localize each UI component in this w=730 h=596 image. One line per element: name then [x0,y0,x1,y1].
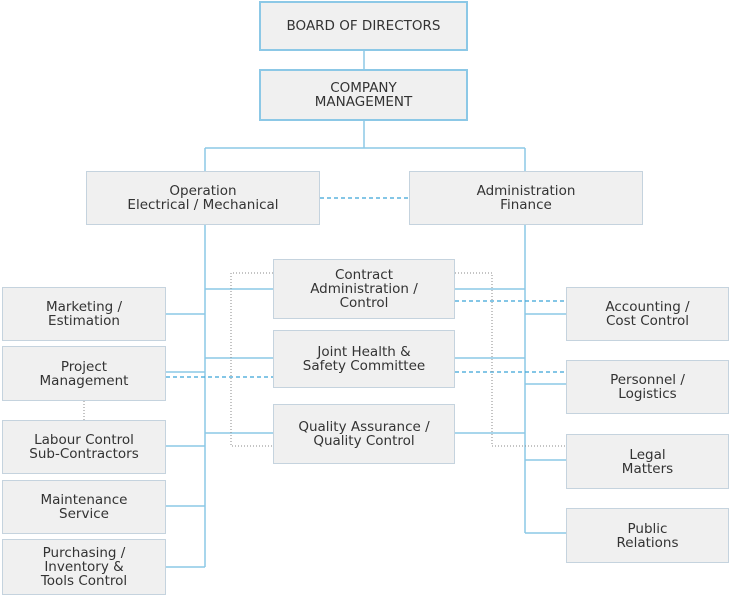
project-management-box: Project Management [2,346,166,401]
contract-legal-dotted-link [455,272,566,447]
dotted-connectors [83,272,566,447]
purchasing-box: Purchasing / Inventory & Tools Control [2,539,166,595]
public-relations-box: Public Relations [566,508,729,563]
company-management-box: COMPANY MANAGEMENT [259,69,468,121]
legal-matters-box: Legal Matters [566,434,729,489]
accounting-cost-control-box: Accounting / Cost Control [566,287,729,341]
labour-control-box: Labour Control Sub-Contractors [2,420,166,474]
contract-quality-left-dotted-link [230,272,273,447]
contract-administration-box: Contract Administration / Control [273,259,455,319]
quality-assurance-box: Quality Assurance / Quality Control [273,404,455,464]
operation-box: Operation Electrical / Mechanical [86,171,320,225]
board-of-directors-box: BOARD OF DIRECTORS [259,1,468,51]
joint-health-safety-box: Joint Health & Safety Committee [273,330,455,388]
marketing-estimation-box: Marketing / Estimation [2,287,166,341]
solid-connectors [166,50,566,568]
maintenance-service-box: Maintenance Service [2,480,166,534]
dashed-connectors [166,197,566,378]
personnel-logistics-box: Personnel / Logistics [566,360,729,414]
administration-box: Administration Finance [409,171,643,225]
